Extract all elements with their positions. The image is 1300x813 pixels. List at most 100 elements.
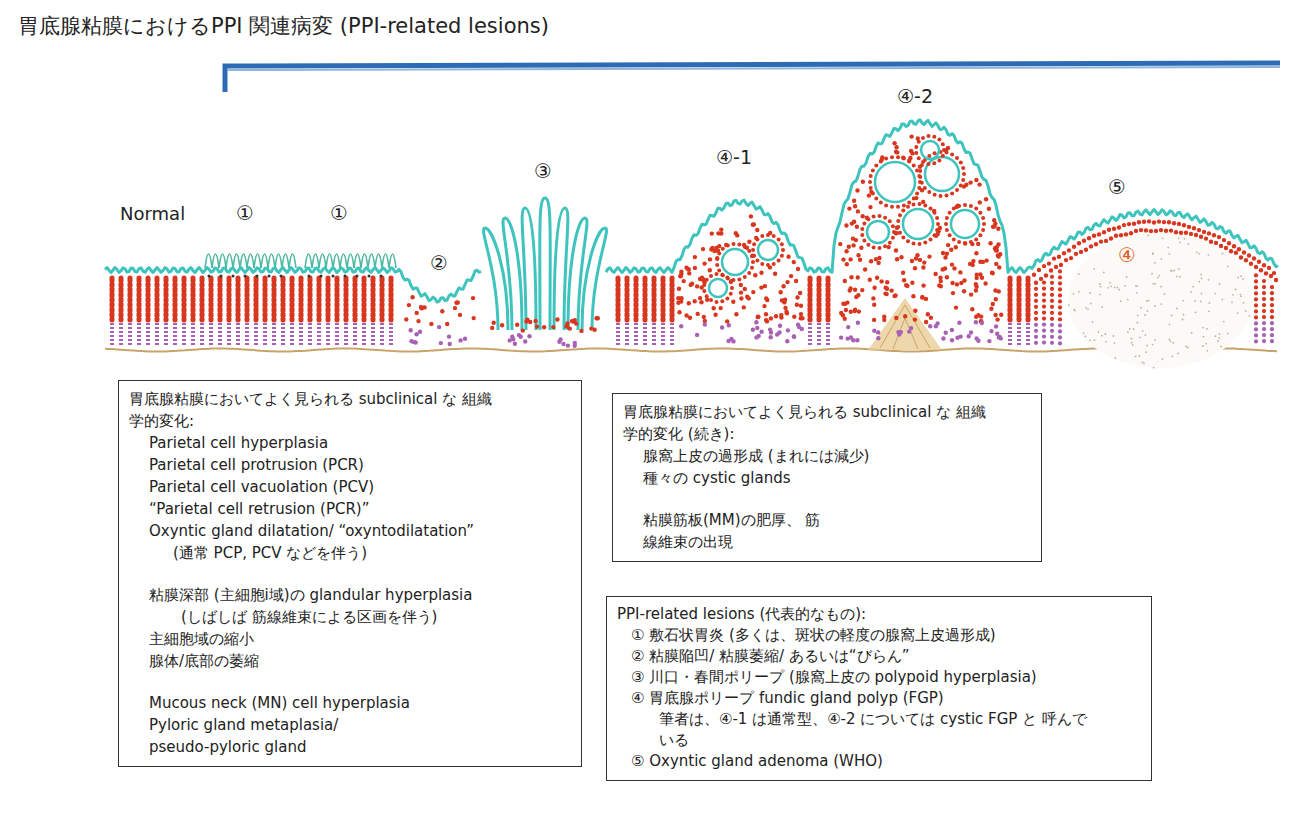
gland-cell-dot <box>922 260 926 264</box>
pigment-dot <box>244 275 247 278</box>
gland-cell-dot <box>898 213 902 217</box>
adenoma-stipple <box>1162 358 1164 360</box>
gland-cell-dot <box>573 344 577 348</box>
chief-cell-gland <box>137 323 141 346</box>
pigment-dot <box>368 275 371 278</box>
callout-number: ① <box>236 202 254 225</box>
gland-cell-dot <box>1194 233 1198 237</box>
gland-cell-dot <box>1270 303 1274 307</box>
gland-cell-dot <box>847 206 851 210</box>
gland-cell-dot <box>885 280 889 284</box>
gland-cell-dot <box>872 329 876 333</box>
chief-cell-gland <box>299 323 303 346</box>
gland-cell-dot <box>1184 231 1188 235</box>
gland-cell-dot <box>935 321 939 325</box>
chief-cell-gland <box>263 323 267 346</box>
gland-cell-dot <box>1254 285 1258 289</box>
gland-cell-dot <box>715 257 719 261</box>
adenoma-stipple <box>1151 273 1153 275</box>
gland-cell-dot <box>939 194 943 198</box>
gland-cell-dot <box>901 156 905 160</box>
gland-cell-dot <box>754 320 758 324</box>
gland-cell-dot <box>968 180 972 184</box>
parietal-cell-gland <box>326 278 331 320</box>
gland-cell-dot <box>849 310 853 314</box>
gland-cell-dot <box>992 224 996 228</box>
gland-cell-dot <box>1057 255 1061 259</box>
adenoma-stipple <box>1185 346 1187 348</box>
gland-cell-dot <box>955 282 959 286</box>
gland-cell-dot <box>963 241 967 245</box>
gland-cell-dot <box>513 342 517 346</box>
gland-cell-dot <box>769 316 773 320</box>
gland-cell-dot <box>1209 240 1213 244</box>
gland-cell-dot <box>1134 229 1138 233</box>
gland-cell-dot <box>1042 264 1046 268</box>
gland-cell-dot <box>945 252 949 256</box>
cystic-gland <box>758 240 778 260</box>
gland-cell-dot <box>415 311 419 315</box>
adenoma-stipple <box>1078 273 1080 275</box>
adenoma-stipple <box>1101 306 1103 308</box>
gland-cell-dot <box>961 166 965 170</box>
gland-cell-dot <box>1159 228 1163 232</box>
gland-cell-dot <box>883 244 887 248</box>
gland-cell-dot <box>902 203 906 207</box>
gland-cell-dot <box>994 262 998 266</box>
gland-cell-dot <box>933 193 937 197</box>
gland-cell-dot <box>1042 316 1046 320</box>
parietal-cell-gland <box>817 278 822 320</box>
parietal-cell-gland <box>625 278 630 320</box>
gland-cell-dot <box>859 246 863 250</box>
gland-cell-dot <box>1270 285 1274 289</box>
gland-cell-dot <box>1254 315 1258 319</box>
adenoma-stipple <box>1195 311 1197 313</box>
gland-cell-dot <box>792 334 796 338</box>
gland-cell-dot <box>896 219 900 223</box>
adenoma-stipple <box>1169 339 1171 341</box>
gland-cell-dot <box>1259 268 1263 272</box>
gland-cell-dot <box>1050 341 1054 345</box>
chief-cell-gland <box>826 323 830 346</box>
gland-cell-dot <box>705 294 709 298</box>
gland-cell-dot <box>779 290 783 294</box>
adenoma-stipple <box>1202 327 1204 329</box>
region-label: Normal <box>120 204 185 225</box>
gland-cell-dot <box>792 260 796 264</box>
pigment-dot <box>220 275 223 278</box>
gland-cell-dot <box>679 272 683 276</box>
gland-cell-dot <box>974 320 978 324</box>
gland-cell-dot <box>797 325 801 329</box>
gland-cell-dot <box>978 211 982 215</box>
gland-cell-dot <box>904 283 908 287</box>
gland-cell-dot <box>542 325 546 329</box>
gland-cell-dot <box>755 259 759 263</box>
adenoma-stipple <box>1171 270 1173 272</box>
adenoma-stipple <box>1152 252 1154 254</box>
gland-cell-dot <box>796 267 800 271</box>
parietal-cell-gland <box>634 278 639 320</box>
gland-cell-dot <box>1099 239 1103 243</box>
gland-cell-dot <box>862 238 866 242</box>
parietal-cell-gland <box>380 278 385 320</box>
gland-cell-dot <box>794 279 798 283</box>
gland-cell-dot <box>950 338 954 342</box>
gland-cell-dot <box>903 314 907 318</box>
gland-cell-dot <box>1262 339 1266 343</box>
adenoma-stipple <box>1085 336 1087 338</box>
gland-cell-dot <box>1237 247 1241 251</box>
gland-cell-dot <box>732 242 736 246</box>
cystic-gland <box>921 141 939 159</box>
adenoma-stipple <box>1094 339 1096 341</box>
gland-cell-dot <box>799 312 803 316</box>
adenoma-stipple <box>1167 247 1169 249</box>
gland-cell-dot <box>867 193 871 197</box>
gland-cell-dot <box>996 242 1000 246</box>
gland-cell-dot <box>702 315 706 319</box>
gland-cell-dot <box>841 302 845 306</box>
adenoma-stipple <box>1179 276 1181 278</box>
gland-cell-dot <box>412 340 416 344</box>
pigment-dot <box>308 275 311 278</box>
gland-cell-dot <box>729 292 733 296</box>
parietal-cell-gland <box>254 278 259 320</box>
